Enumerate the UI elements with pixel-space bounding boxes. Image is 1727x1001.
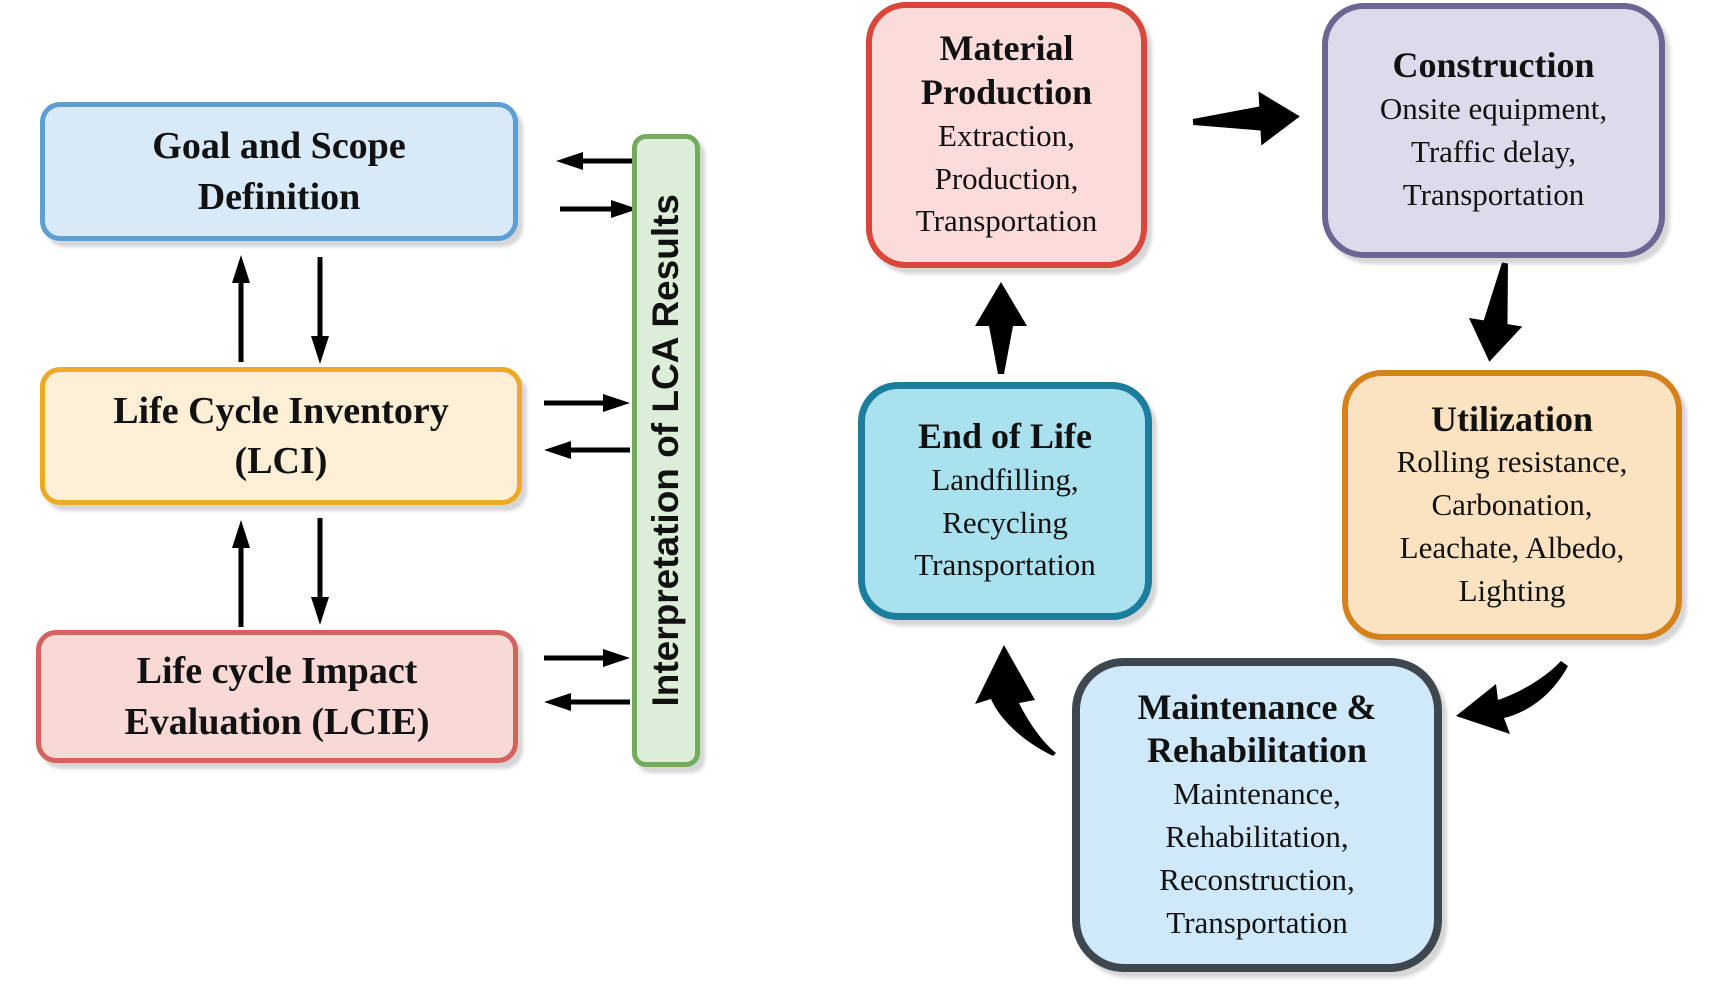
interpretation-box: Interpretation of LCA Results [632,134,700,767]
impact-evaluation-box: Life cycle Impact Evaluation (LCIE) [36,630,518,763]
maintenance-rehabilitation-details: Maintenance, Rehabilitation, Reconstruct… [1159,776,1355,940]
stage-maintenance-rehabilitation: Maintenance & Rehabilitation Maintenance… [1072,658,1442,972]
life-cycle-inventory-box: Life Cycle Inventory (LCI) [40,367,522,505]
arrow-lcie-to-interpretation [544,649,630,667]
utilization-details: Rolling resistance, Carbonation, Leachat… [1396,444,1628,608]
arrow-lcie-to-lci [232,520,250,627]
maintenance-rehabilitation-title: Maintenance & Rehabilitation [1137,686,1377,771]
material-production-details: Extraction, Production, Transportation [915,117,1098,239]
end-of-life-details: Landfilling, Recycling Transportation [914,461,1096,583]
stage-material-production: Material Production Extraction, Producti… [866,2,1147,268]
arrow-utilization-to-maintenance [1456,661,1568,734]
arrow-interpretation-to-lci [544,441,630,459]
construction-title: Construction [1392,45,1595,86]
material-production-title: Material Production [920,27,1093,112]
arrow-interpretation-to-goal [556,152,634,170]
goal-and-scope-box: Goal and Scope Definition [40,102,518,241]
arrow-interpretation-to-lcie [544,693,630,711]
construction-details: Onsite equipment, Traffic delay, Transpo… [1379,91,1608,212]
arrow-goal-to-interpretation [560,200,638,218]
goal-and-scope-label: Goal and Scope Definition [152,125,406,218]
arrow-end-of-life-to-material-production [975,282,1027,374]
arrow-goal-to-lci [311,257,329,364]
arrow-construction-to-utilization [1468,262,1523,362]
interpretation-label: Interpretation of LCA Results [645,194,686,707]
arrow-lci-to-interpretation [544,394,630,412]
stage-end-of-life: End of Life Landfilling, Recycling Trans… [858,382,1152,620]
impact-evaluation-label: Life cycle Impact Evaluation (LCIE) [124,650,430,743]
stage-construction: Construction Onsite equipment, Traffic d… [1322,3,1665,258]
utilization-title: Utilization [1431,398,1593,439]
end-of-life-title: End of Life [917,415,1093,456]
stage-utilization: Utilization Rolling resistance, Carbonat… [1342,370,1682,640]
arrow-lci-to-lcie [311,518,329,625]
arrow-material-production-to-construction [1192,91,1300,146]
life-cycle-inventory-label: Life Cycle Inventory (LCI) [113,389,449,482]
arrow-maintenance-to-end-of-life [975,645,1056,756]
arrow-lci-to-goal [232,255,250,362]
